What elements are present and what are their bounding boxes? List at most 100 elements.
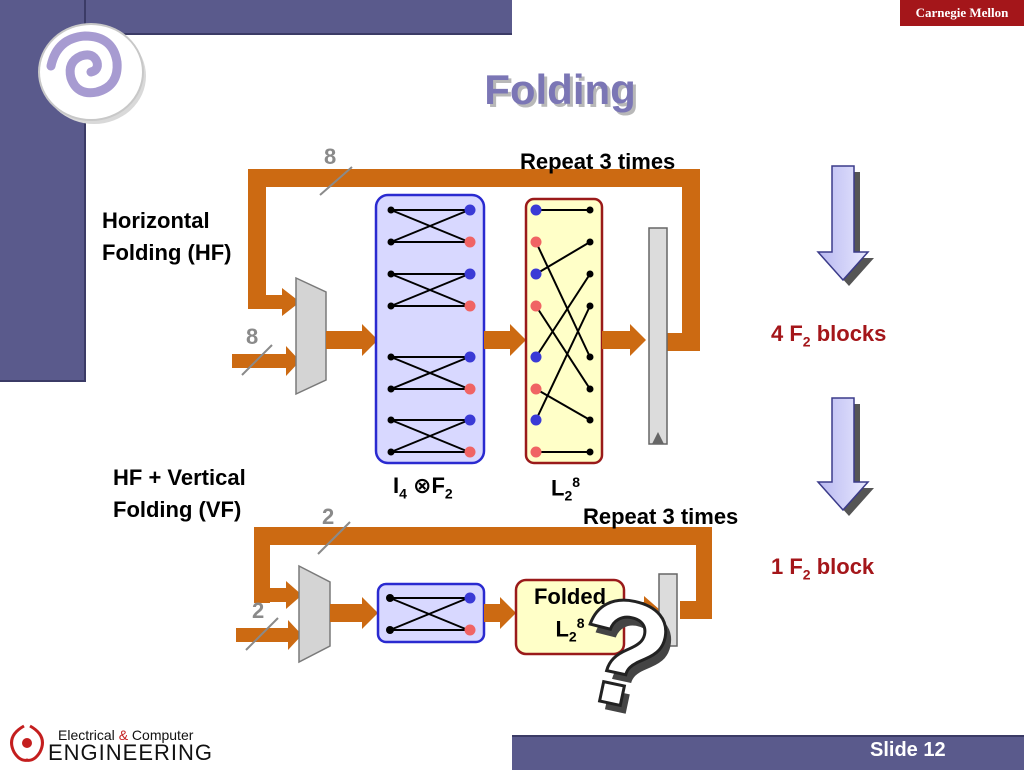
perm-output-node: [586, 353, 594, 361]
bottom-diagram-label: HF + Vertical Folding (VF): [113, 462, 246, 526]
perm-output-node: [586, 385, 594, 393]
block2-label: L28: [551, 466, 580, 512]
perm-output-node: [586, 238, 594, 246]
block1-label-sub: 4: [399, 485, 407, 502]
bottom-feedback-loop: [254, 527, 712, 619]
block1-label-sub2: 2: [444, 485, 453, 502]
bottom-register: [658, 573, 678, 647]
down-arrow-2: [816, 397, 874, 516]
top-block-i4-f2: [374, 193, 486, 465]
bottom-input-bits: 2: [252, 598, 265, 623]
note-bottom-tail: block: [810, 554, 875, 579]
bottom-arrow-folded-to-register: [624, 596, 660, 624]
perm-output-node: [586, 270, 594, 278]
perm-input-node: [530, 446, 542, 458]
ece-logo-icon: [10, 724, 44, 762]
down-arrow-1: [816, 165, 874, 286]
top-repeat-label: Repeat 3 times: [520, 149, 676, 174]
butterfly-output-node-even: [464, 268, 476, 280]
top-feedback-bits: 8: [324, 144, 337, 169]
note-bottom: 1 F2 block: [771, 554, 874, 582]
block1-label-main: I: [393, 473, 400, 498]
bottom-block-f2-butterfly: [389, 597, 469, 631]
note-top-sub: 2: [802, 333, 811, 350]
perm-input-node: [530, 383, 542, 395]
top-diagram-label: Horizontal Folding (HF): [102, 205, 232, 269]
bottom-feedback-bitwidth-marker: [317, 521, 351, 555]
note-top-main: 4 F: [771, 321, 803, 346]
folded-label-sub: 2: [568, 628, 577, 645]
dept-line1-a: Electrical: [58, 727, 119, 743]
butterfly-input-node: [387, 448, 395, 456]
butterfly-output-node-even: [464, 414, 476, 426]
butterfly-input-node: [387, 270, 395, 278]
note-bottom-sub: 2: [802, 566, 811, 583]
dept-line2: ENGINEERING: [48, 740, 214, 765]
top-label-line1: Horizontal: [102, 208, 210, 233]
bottom-feedback-bits: 2: [322, 504, 335, 529]
perm-output-node: [586, 416, 594, 424]
butterfly-input-node: [387, 302, 395, 310]
dept-line1: Electrical & Computer: [58, 727, 193, 743]
note-top-tail: blocks: [810, 321, 887, 346]
bottom-label-line1: HF + Vertical: [113, 465, 246, 490]
bottom-input-arrow: [236, 620, 302, 650]
perm-input-node: [530, 351, 542, 363]
top-feedback-loop: [248, 169, 700, 351]
butterfly-input-node: [387, 238, 395, 246]
slide-number: Slide 12: [870, 739, 946, 761]
bottom-input-bitwidth-marker: [245, 617, 279, 651]
butterfly-input-node: [387, 385, 395, 393]
perm-input-node: [530, 300, 542, 312]
top-block-l2-8-wiring: [530, 204, 594, 458]
top-label-line2: Folding (HF): [102, 240, 232, 265]
top-input-bits: 8: [246, 324, 259, 349]
butterfly-input-node: [387, 416, 395, 424]
perm-input-node: [530, 204, 542, 216]
bottom-bar: [512, 735, 1024, 770]
top-feedback-bitwidth-marker: [319, 166, 353, 196]
folded-label-main: L: [555, 616, 569, 642]
perm-output-node: [586, 302, 594, 310]
note-bottom-main: 1 F: [771, 554, 803, 579]
perm-input-node: [530, 268, 542, 280]
bottom-mux: [298, 564, 331, 664]
brand-logo: Carnegie Mellon: [900, 0, 1024, 26]
block1-label: I4 ⊗F2: [393, 470, 453, 509]
perm-output-node: [586, 448, 594, 456]
butterfly-output-node-odd: [464, 236, 476, 248]
perm-input-node: [530, 414, 542, 426]
butterfly-output-node-odd: [464, 383, 476, 395]
folded-block-label: Folded L28: [516, 584, 624, 650]
top-register: [648, 227, 668, 445]
butterfly-output-node-odd: [464, 446, 476, 458]
butterfly-output-node-even: [464, 351, 476, 363]
spiral-logo-icon: [38, 23, 146, 124]
dept-line1-b: Computer: [128, 727, 194, 743]
block2-label-main: L: [551, 475, 565, 501]
perm-output-node: [586, 206, 594, 214]
butterfly-input-node: [387, 206, 395, 214]
top-mux: [295, 276, 327, 396]
folded-label-sup: 8: [576, 615, 585, 631]
top-arrow-block2-to-register: [602, 324, 646, 356]
top-input-bitwidth-marker: [241, 344, 273, 376]
butterfly-input-node: [387, 353, 395, 361]
slide-title: Folding: [484, 66, 636, 113]
butterfly-output-node-odd: [464, 300, 476, 312]
perm-input-node: [530, 236, 542, 248]
bottom-arrow-block1-to-folded: [484, 597, 516, 629]
butterfly-output-node-even: [464, 204, 476, 216]
top-arrow-mux-to-block1: [326, 324, 378, 356]
bottom-arrow-mux-to-block1: [330, 597, 378, 629]
top-arrow-block1-to-block2: [484, 324, 526, 356]
top-block-i4-f2-butterflies: [387, 204, 476, 458]
bottom-label-line2: Folding (VF): [113, 497, 242, 522]
folded-label-line2: L28: [516, 610, 624, 650]
block1-label-op: ⊗F: [406, 473, 445, 498]
block2-label-sub: 2: [564, 487, 573, 504]
top-input-arrow: [232, 346, 300, 376]
folded-label-line1: Folded: [533, 584, 607, 609]
bottom-repeat-label: Repeat 3 times: [583, 504, 739, 529]
